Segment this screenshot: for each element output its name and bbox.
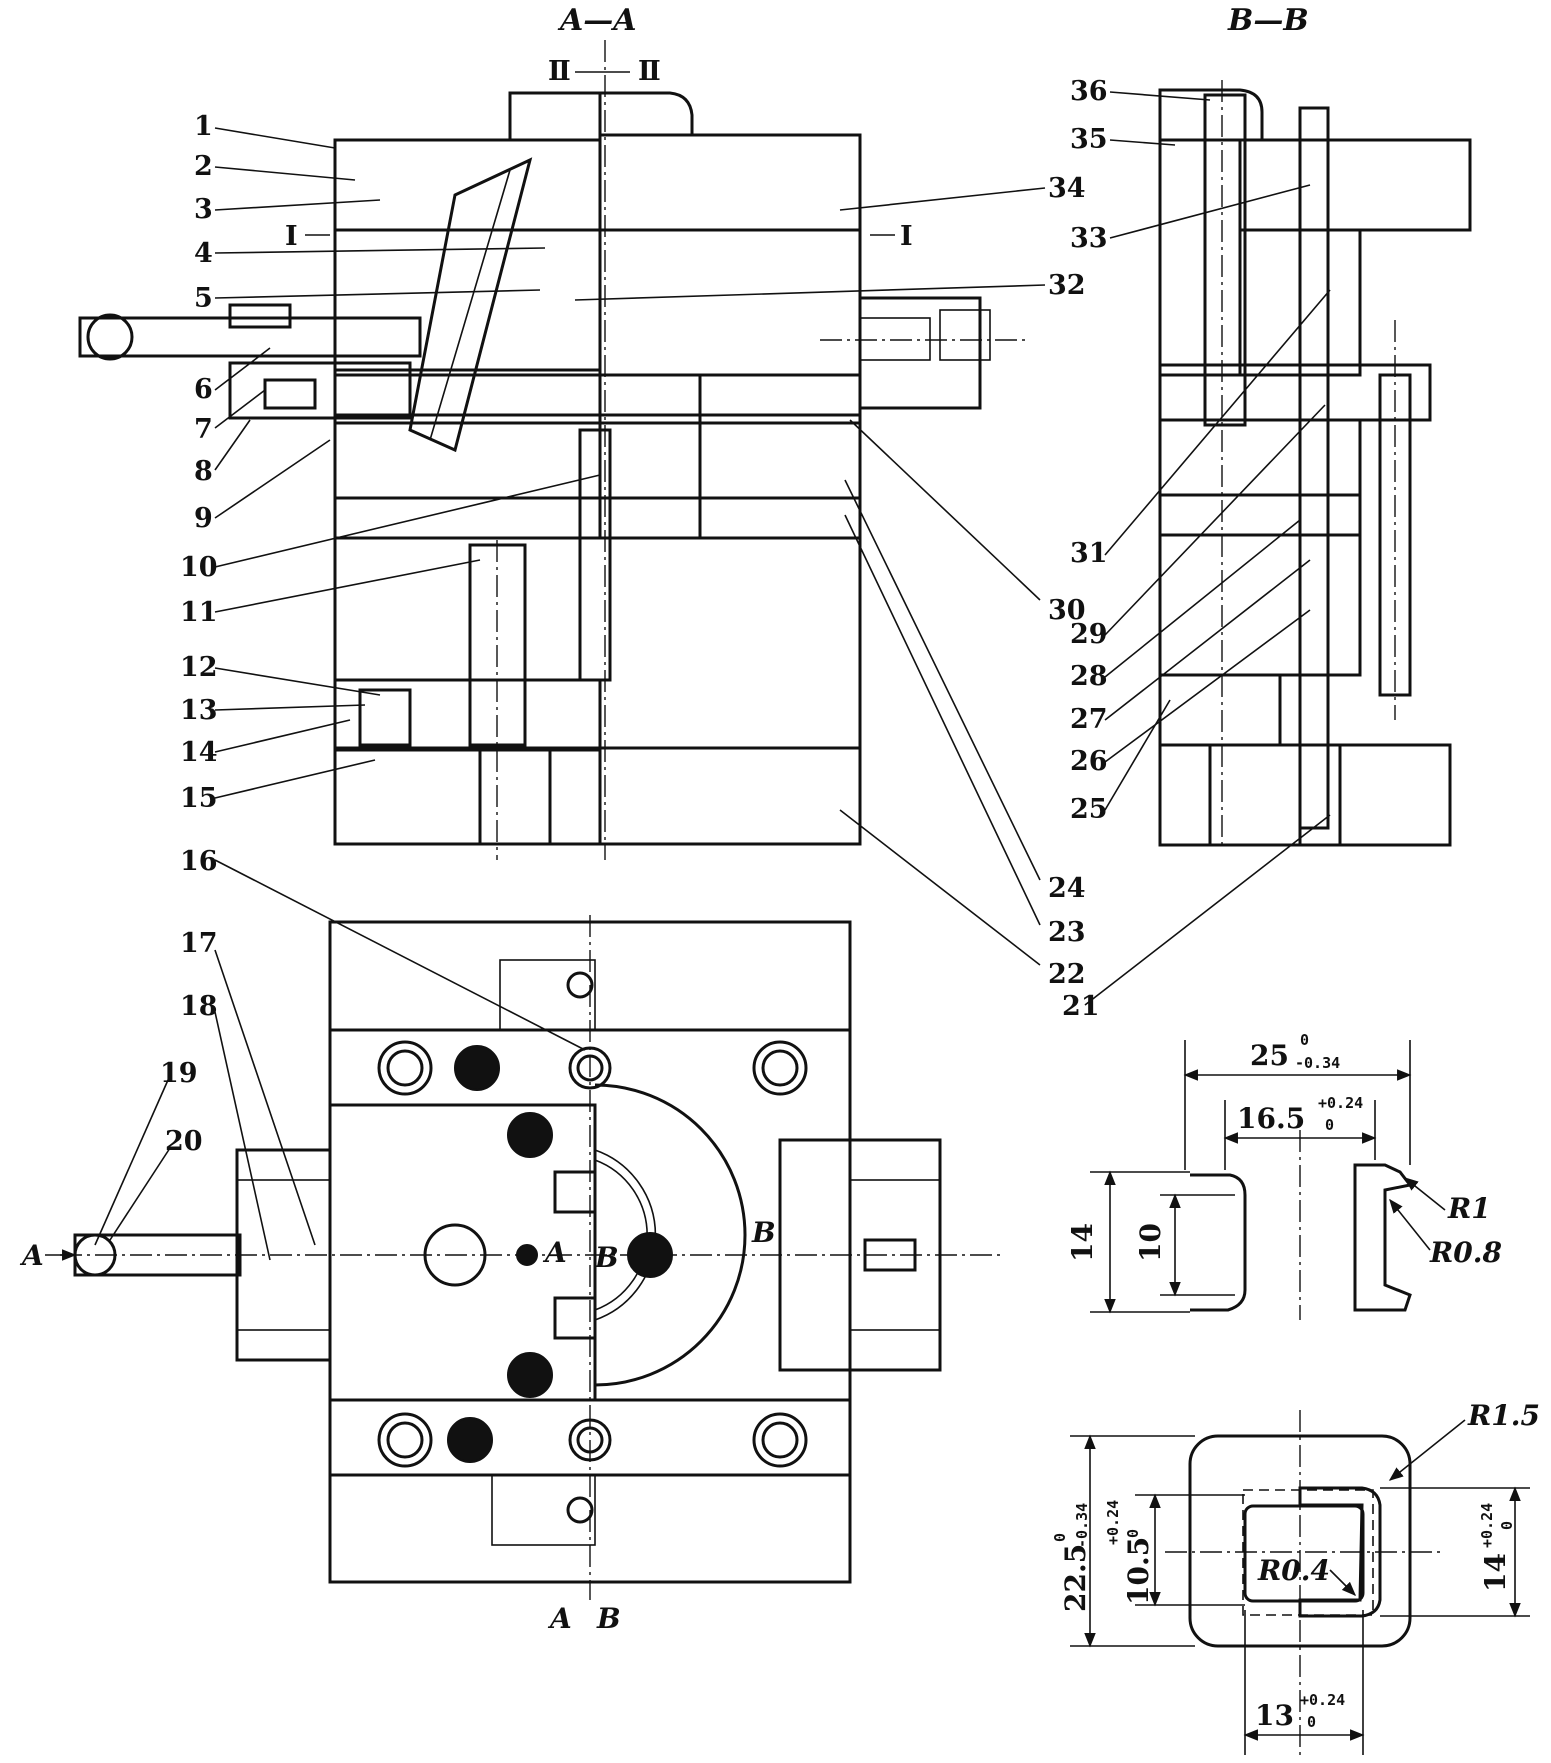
dim-plan-h-outer-up: 0 — [1051, 1533, 1069, 1542]
dim-plan-h-inner: 10.5 — [1122, 1537, 1155, 1605]
part-label-23: 23 — [1048, 917, 1086, 948]
cut-i-right: I — [900, 221, 913, 252]
section-bb-view: B—B — [1158, 3, 1472, 850]
dim-plan-h-inner-lo: 0 — [1124, 1529, 1142, 1538]
part-label-26: 26 — [1070, 746, 1108, 777]
part-label-28: 28 — [1070, 661, 1108, 692]
part-label-18: 18 — [180, 991, 218, 1022]
part-label-20: 20 — [165, 1126, 203, 1157]
part-label-3: 3 — [194, 194, 213, 225]
dim-r1: R1 — [1447, 1192, 1491, 1225]
cut-ii-right: Ⅱ — [638, 56, 661, 87]
part-labels-aa: 1 2 3 4 5 6 7 8 9 10 11 12 13 14 15 16 3… — [180, 111, 1086, 990]
part-label-19: 19 — [160, 1058, 198, 1089]
section-bb-title: B—B — [1227, 3, 1309, 38]
cut-ii-left: Ⅱ — [548, 56, 571, 87]
plan-mark-a-left: A — [19, 1239, 44, 1272]
part-label-17: 17 — [180, 928, 218, 959]
part-label-9: 9 — [194, 503, 213, 534]
dim-width-outer-up: 0 — [1300, 1031, 1309, 1049]
section-aa-title: A—A — [557, 3, 637, 38]
part-label-15: 15 — [180, 783, 218, 814]
part-label-10: 10 — [180, 552, 218, 583]
dim-plan-w-bottom: 13 — [1255, 1699, 1294, 1732]
part-label-16: 16 — [180, 846, 218, 877]
part-label-5: 5 — [194, 283, 213, 314]
dim-width-inner: 16.5 — [1237, 1102, 1305, 1135]
dim-r08: R0.8 — [1429, 1236, 1502, 1269]
dim-width-outer-lo: -0.34 — [1295, 1054, 1340, 1072]
part-label-2: 2 — [194, 151, 213, 182]
part-label-21: 21 — [1062, 991, 1100, 1022]
plan-view: A A B B A B — [19, 915, 1000, 1635]
part-label-25: 25 — [1070, 794, 1108, 825]
part-label-13: 13 — [180, 695, 218, 726]
part-label-11: 11 — [180, 597, 218, 628]
part-label-30: 30 — [1048, 595, 1086, 626]
part-labels-plan: 17 18 19 20 — [160, 928, 218, 1157]
dim-plan-h-outer: 22.5 — [1059, 1544, 1092, 1612]
dim-plan-w-right-lo: 0 — [1498, 1521, 1516, 1530]
part-labels-bb: 36 35 33 31 29 28 27 26 25 21 — [1062, 76, 1108, 1022]
part-label-1: 1 — [194, 111, 213, 142]
part-label-31: 31 — [1070, 538, 1108, 569]
dim-plan-w-bottom-lo: 0 — [1307, 1713, 1316, 1731]
dim-height-inner: 10 — [1134, 1223, 1167, 1262]
part-label-36: 36 — [1070, 76, 1108, 107]
dim-width-inner-up: +0.24 — [1318, 1094, 1363, 1112]
dim-width-outer: 25 — [1250, 1039, 1289, 1072]
leaders-bb — [1084, 91, 1331, 1006]
dim-plan-w-right-up: +0.24 — [1478, 1503, 1496, 1548]
dim-plan-w-bottom-up: +0.24 — [1300, 1691, 1345, 1709]
plan-mark-a-center: A — [542, 1236, 567, 1269]
part-label-4: 4 — [194, 238, 213, 269]
part-label-33: 33 — [1070, 223, 1108, 254]
part-label-29: 29 — [1070, 619, 1108, 650]
dim-plan-h-outer-lo: -0.34 — [1073, 1503, 1091, 1548]
plan-mark-a-bottom: A — [547, 1602, 572, 1635]
plan-mark-b-center: B — [594, 1241, 619, 1274]
dim-r04: R0.4 — [1257, 1554, 1330, 1587]
part-label-8: 8 — [194, 456, 213, 487]
plan-mark-b-right: B — [751, 1216, 776, 1249]
part-label-34: 34 — [1048, 173, 1086, 204]
dim-r15: R1.5 — [1467, 1399, 1540, 1432]
leaders-plan — [94, 949, 316, 1261]
part-label-12: 12 — [180, 652, 218, 683]
part-label-27: 27 — [1070, 704, 1108, 735]
dim-height-outer: 14 — [1066, 1223, 1099, 1262]
plan-mark-b-bottom: B — [596, 1602, 621, 1635]
dim-plan-h-inner-up: +0.24 — [1104, 1500, 1122, 1545]
part-label-35: 35 — [1070, 124, 1108, 155]
leaders-aa — [214, 127, 1046, 1051]
section-aa-view: A—A Ⅱ Ⅱ — [78, 3, 1030, 860]
part-label-24: 24 — [1048, 873, 1086, 904]
dim-width-inner-lo: 0 — [1325, 1116, 1334, 1134]
part-label-22: 22 — [1048, 959, 1086, 990]
part-plan-view: 22.5 0 -0.34 10.5 +0.24 0 14 +0.24 0 13 … — [1051, 1399, 1540, 1760]
part-label-6: 6 — [194, 374, 213, 405]
part-label-7: 7 — [194, 414, 213, 445]
cut-i-left: I — [285, 221, 298, 252]
part-section-view: 25 0 -0.34 16.5 +0.24 0 14 10 R1 R0.8 — [1066, 1031, 1502, 1320]
part-label-14: 14 — [180, 737, 218, 768]
dim-plan-w-right: 14 — [1479, 1553, 1512, 1592]
part-label-32: 32 — [1048, 270, 1086, 301]
